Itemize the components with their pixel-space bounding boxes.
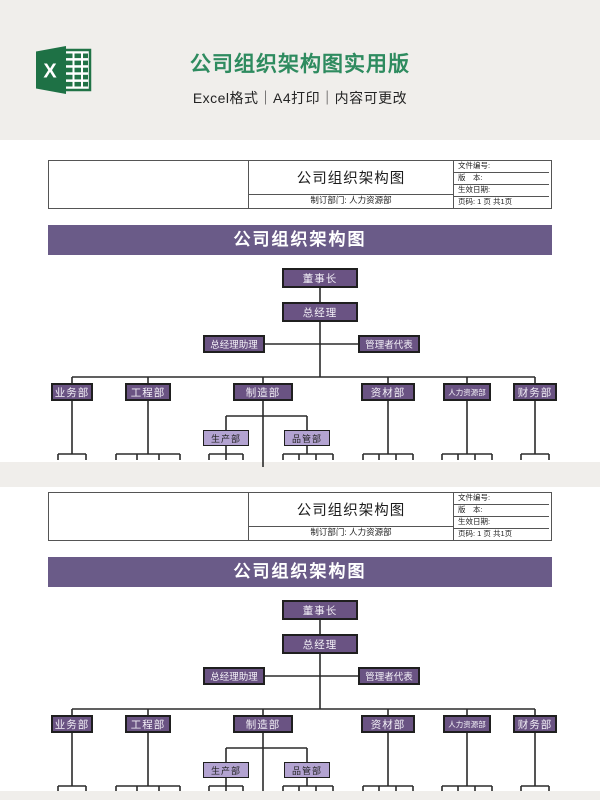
org-node-chairman: 董事长 — [282, 600, 358, 620]
doc-title-cell: 公司组织架构图 制订部门: 人力资源部 — [248, 493, 454, 540]
doc-title: 公司组织架构图 — [296, 503, 406, 519]
org-node-finance-dept: 财务部 — [513, 383, 557, 401]
org-node-quality-dept: 品管部 — [284, 430, 330, 446]
preview-1: 公司组织架构图 制订部门: 人力资源部 文件编号: 版 本: 生效日期: 页码:… — [0, 140, 600, 467]
excel-logo-icon: X — [36, 46, 92, 94]
doc-version: 版 本: — [454, 504, 549, 516]
doc-issuing-dept: 制订部门: 人力资源部 — [249, 194, 453, 206]
org-node-gm-assistant: 总经理助理 — [203, 667, 265, 685]
doc-effective-date: 生效日期: — [454, 516, 549, 528]
org-node-manufacturing-dept: 制造部 — [233, 715, 293, 733]
doc-file-number: 文件编号: — [458, 161, 491, 170]
org-node-production-dept: 生产部 — [203, 430, 249, 446]
org-connector-lines — [57, 620, 550, 791]
doc-title-cell: 公司组织架构图 制订部门: 人力资源部 — [248, 161, 454, 208]
doc-effective-date: 生效日期: — [454, 184, 549, 196]
org-node-hr-dept: 人力资源部 — [443, 383, 491, 401]
org-sheet-card: 公司组织架构图 制订部门: 人力资源部 文件编号: 版 本: 生效日期: 页码:… — [48, 160, 557, 467]
org-node-general-manager: 总经理 — [282, 634, 358, 654]
org-node-chairman: 董事长 — [282, 268, 358, 288]
org-node-gm-assistant: 总经理助理 — [203, 335, 265, 353]
org-node-management-representative: 管理者代表 — [358, 667, 420, 685]
org-chart: 董事长 总经理 总经理助理 管理者代表 业务部 工程部 制造部 资材部 人力资源… — [48, 255, 557, 467]
org-node-quality-dept: 品管部 — [284, 762, 330, 778]
doc-file-number: 文件编号: — [458, 493, 491, 502]
org-node-manufacturing-dept: 制造部 — [233, 383, 293, 401]
org-node-engineering-dept: 工程部 — [125, 715, 171, 733]
doc-page-number: 页码: 1 页 共1页 — [454, 528, 549, 540]
org-node-engineering-dept: 工程部 — [125, 383, 171, 401]
document-header-table: 公司组织架构图 制订部门: 人力资源部 文件编号: 版 本: 生效日期: 页码:… — [48, 160, 552, 209]
preview-2: 公司组织架构图 制订部门: 人力资源部 文件编号: 版 本: 生效日期: 页码:… — [0, 487, 600, 791]
org-node-business-dept: 业务部 — [51, 715, 93, 733]
org-connector-lines — [57, 288, 550, 467]
doc-title: 公司组织架构图 — [296, 171, 406, 187]
org-node-materials-dept: 资材部 — [361, 715, 415, 733]
doc-logo-cell — [49, 493, 248, 537]
org-node-hr-dept: 人力资源部 — [443, 715, 491, 733]
document-header-table: 公司组织架构图 制订部门: 人力资源部 文件编号: 版 本: 生效日期: 页码:… — [48, 492, 552, 541]
org-node-management-representative: 管理者代表 — [358, 335, 420, 353]
org-chart: 董事长 总经理 总经理助理 管理者代表 业务部 工程部 制造部 资材部 人力资源… — [48, 587, 557, 791]
chart-banner-title: 公司组织架构图 — [48, 557, 552, 587]
chart-banner-title: 公司组织架构图 — [48, 225, 552, 255]
promo-header: X 公司组织架构图实用版 Excel格式｜A4打印｜内容可更改 — [0, 0, 600, 140]
org-sheet-card: 公司组织架构图 制订部门: 人力资源部 文件编号: 版 本: 生效日期: 页码:… — [48, 492, 557, 791]
doc-logo-cell — [49, 161, 248, 205]
doc-info-cell: 文件编号: 版 本: 生效日期: 页码: 1 页 共1页 — [454, 161, 549, 208]
doc-info-cell: 文件编号: 版 本: 生效日期: 页码: 1 页 共1页 — [454, 493, 549, 540]
doc-page-number: 页码: 1 页 共1页 — [454, 196, 549, 208]
org-node-production-dept: 生产部 — [203, 762, 249, 778]
org-node-finance-dept: 财务部 — [513, 715, 557, 733]
org-node-materials-dept: 资材部 — [361, 383, 415, 401]
doc-issuing-dept: 制订部门: 人力资源部 — [249, 526, 453, 538]
svg-text:X: X — [43, 61, 57, 83]
org-node-general-manager: 总经理 — [282, 302, 358, 322]
promo-title: 公司组织架构图实用版 — [190, 53, 410, 76]
promo-subtitle: Excel格式｜A4打印｜内容可更改 — [192, 90, 408, 106]
doc-version: 版 本: — [454, 172, 549, 184]
org-node-business-dept: 业务部 — [51, 383, 93, 401]
